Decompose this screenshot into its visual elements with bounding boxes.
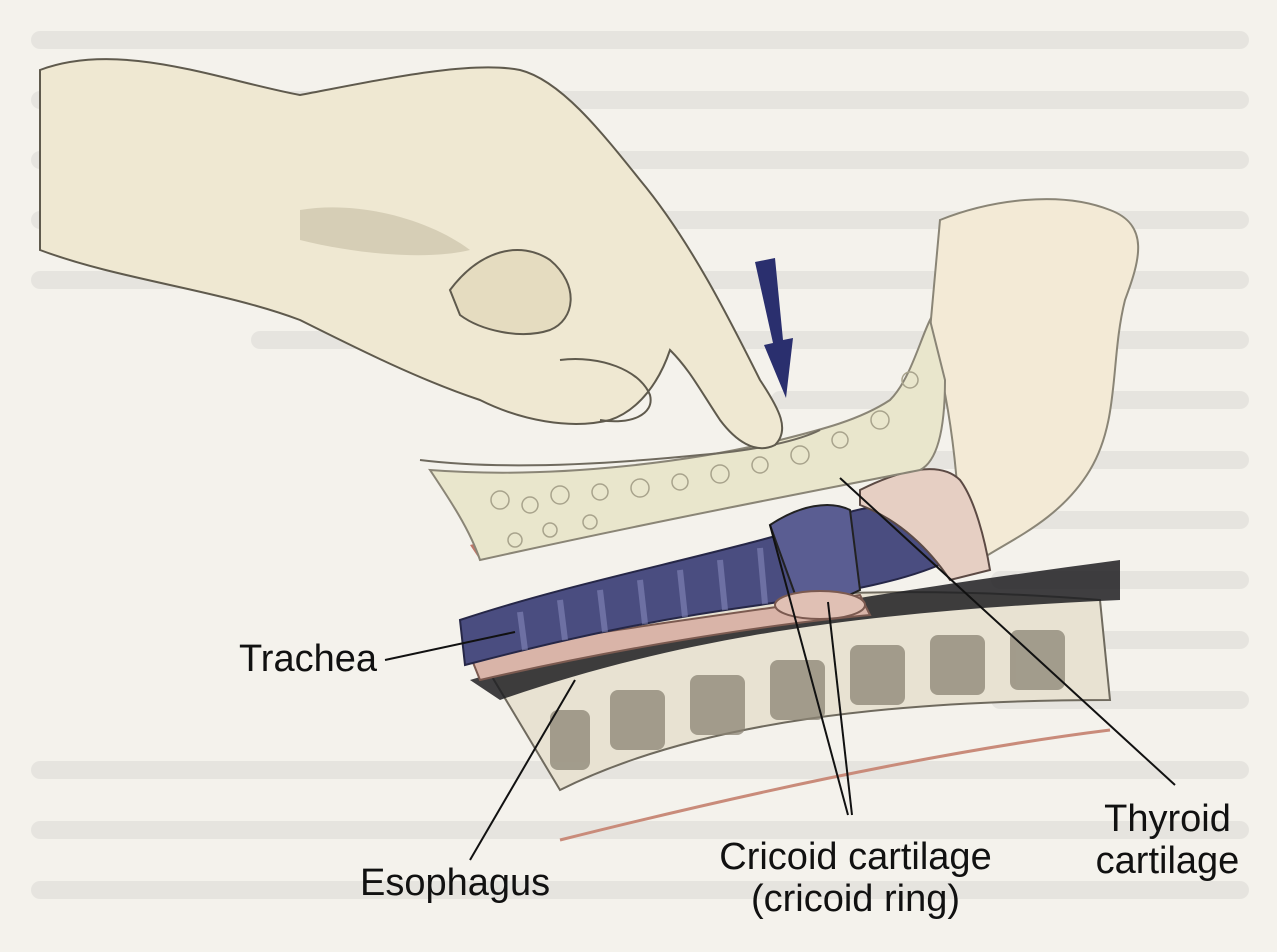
trachea-label: Trachea	[239, 638, 377, 680]
thyroid-cartilage-label: Thyroid cartilage	[1080, 798, 1255, 882]
cricoid-cartilage-label: Cricoid cartilage (cricoid ring)	[703, 836, 1008, 920]
esophagus-label: Esophagus	[360, 862, 550, 904]
